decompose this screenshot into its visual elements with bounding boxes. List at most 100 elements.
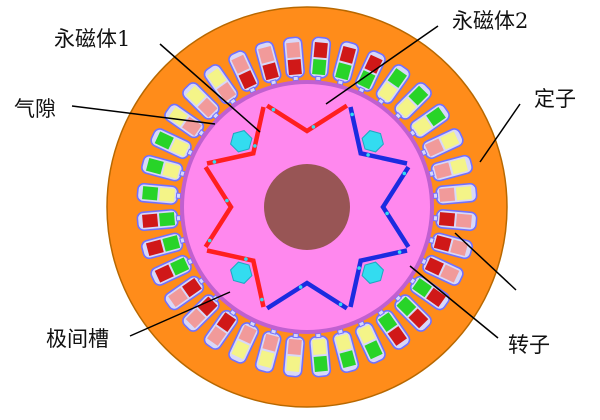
- stator-slot: [309, 36, 332, 82]
- permanent-magnet: [348, 106, 408, 166]
- callout-leaders: [71, 25, 521, 339]
- stator-slot: [182, 82, 220, 120]
- leader-interpolar-slot: [129, 291, 231, 337]
- coil-outer: [145, 158, 164, 175]
- stator-slot: [420, 254, 464, 286]
- interpolar-slot: [361, 261, 384, 284]
- stator-slot: [203, 308, 239, 350]
- coil-inner: [433, 235, 452, 252]
- coil-outer: [364, 54, 383, 74]
- stator-slot: [228, 320, 260, 364]
- stator-slot: [136, 209, 182, 232]
- coil-outer: [387, 68, 407, 88]
- permanent-magnet: [265, 103, 349, 134]
- coil-inner: [162, 235, 181, 252]
- permanent-magnet: [380, 165, 411, 249]
- coil-inner: [170, 257, 190, 276]
- stator-slot: [408, 103, 450, 139]
- leader-air-gap: [71, 105, 216, 125]
- stator-slot: [164, 103, 206, 139]
- stator-slot: [182, 294, 220, 332]
- permanent-magnet: [206, 106, 266, 166]
- coil-inner: [197, 97, 218, 118]
- stator-slot: [254, 41, 282, 86]
- stator-slot: [428, 154, 473, 182]
- label-rotor: 转子: [508, 333, 550, 357]
- coil-outer: [408, 85, 429, 106]
- label-interpolar-slot: 极间槽: [46, 327, 109, 351]
- stator-slot: [332, 328, 360, 373]
- coil-inner: [357, 324, 376, 344]
- stator-slot: [282, 36, 305, 82]
- coil-outer: [387, 326, 407, 346]
- coil-outer: [455, 213, 472, 228]
- leader-rotor: [409, 265, 499, 339]
- stator-slot: [332, 41, 360, 86]
- coil-inner: [238, 324, 257, 344]
- coil-inner: [170, 138, 190, 157]
- rotor-magnets: [203, 103, 411, 311]
- coil-outer: [207, 326, 227, 346]
- coil-inner: [396, 97, 417, 118]
- stator-slot: [394, 294, 432, 332]
- coil-inner: [182, 116, 202, 137]
- coil-inner: [312, 338, 327, 356]
- interpolar-slot: [361, 130, 384, 153]
- label-stator: 定子: [534, 87, 576, 111]
- label-magnet2: 永磁体2: [452, 9, 528, 33]
- coil-outer: [154, 264, 174, 283]
- callout-labels: 永磁体1 永磁体2 气隙 定子 极间槽 转子: [14, 9, 576, 357]
- stator-slot: [141, 154, 186, 182]
- leader-magnet2: [325, 25, 439, 105]
- permanent-magnet: [348, 248, 408, 308]
- coil-outer: [450, 158, 469, 175]
- permanent-magnet: [265, 280, 349, 311]
- shaft: [264, 164, 350, 250]
- coil-outer: [313, 355, 328, 372]
- stator-slot: [375, 308, 411, 350]
- coil-inner: [396, 296, 417, 317]
- coil-outer: [258, 45, 275, 64]
- coil-inner: [377, 82, 398, 102]
- label-air-gap: 气隙: [14, 97, 56, 121]
- coil-outer: [142, 186, 159, 201]
- coil-inner: [262, 333, 279, 352]
- coil-inner: [182, 277, 202, 298]
- coil-inner: [312, 58, 327, 76]
- leader-extra: [454, 232, 517, 291]
- coil-inner: [238, 70, 257, 90]
- stator-slot: [228, 50, 260, 94]
- coil-outer: [154, 131, 174, 150]
- stator-slot: [309, 332, 332, 378]
- coil-outer: [440, 131, 460, 150]
- coil-outer: [207, 68, 227, 88]
- permanent-magnet: [203, 165, 234, 249]
- coil-inner: [412, 116, 432, 137]
- coil-inner: [287, 338, 302, 356]
- stator-slot: [282, 332, 305, 378]
- stator-slot: [432, 182, 478, 205]
- coil-inner: [335, 62, 352, 81]
- coil-inner: [216, 312, 237, 332]
- coil-inner: [424, 257, 444, 276]
- stator-slots: [136, 36, 478, 378]
- coil-outer: [185, 85, 206, 106]
- coil-outer: [185, 308, 206, 329]
- coil-outer: [339, 45, 356, 64]
- coil-inner: [335, 333, 352, 352]
- coil-outer: [258, 350, 275, 369]
- coil-outer: [408, 308, 429, 329]
- stator-slot: [420, 128, 464, 160]
- coil-inner: [262, 62, 279, 81]
- coil-outer: [145, 239, 164, 256]
- coil-outer: [231, 340, 250, 360]
- coil-inner: [412, 277, 432, 298]
- coil-outer: [286, 355, 301, 372]
- interpolar-slot: [230, 261, 253, 284]
- coil-inner: [438, 212, 456, 227]
- coil-inner: [158, 187, 176, 202]
- stator-slot: [432, 209, 478, 232]
- stator-slot: [254, 328, 282, 373]
- interpolar-slot: [230, 130, 253, 153]
